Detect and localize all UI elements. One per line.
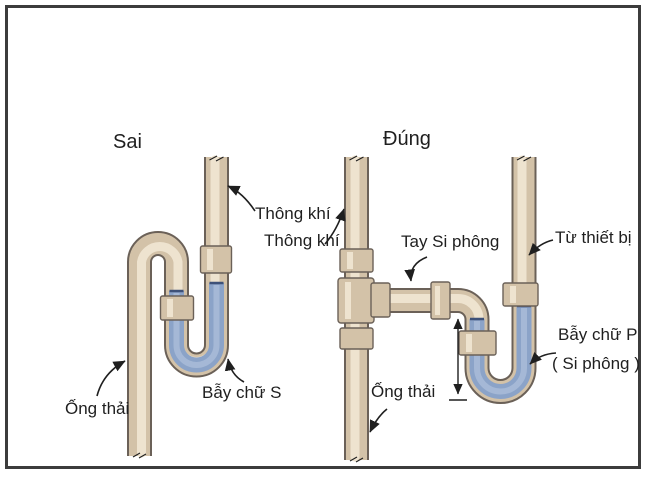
left-diagram-title: Sai <box>113 131 142 153</box>
arm-flange-right <box>430 281 451 320</box>
vent-label-right: Thông khí <box>264 231 340 250</box>
vent-coupling-left <box>199 245 233 274</box>
trap-arm-arrow <box>404 256 428 282</box>
s-trap-hub <box>159 295 195 321</box>
pipe-break-mark <box>132 452 147 459</box>
sanitary-tee-fitting <box>337 277 375 324</box>
drain-arrow-right <box>369 408 388 433</box>
arm-flange-left <box>370 282 391 318</box>
pipe-break-mark <box>349 456 364 463</box>
stack-coupling-upper <box>339 248 374 273</box>
fixture-tailpiece-coupling <box>502 282 539 307</box>
drain-label-right: Ống thải <box>371 382 436 401</box>
p-trap-label: Bẫy chữ P ( Si phông ) <box>552 320 640 378</box>
drain-arrow-left <box>96 360 126 397</box>
pipe-break-mark <box>209 155 224 162</box>
drain-label-left: Ống thải <box>65 399 130 418</box>
p-trap-label-line1: Bẫy chữ P <box>558 325 638 344</box>
pipe-break-mark <box>349 155 364 162</box>
pipe-break-mark <box>516 155 532 162</box>
fixture-label: Từ thiết bị <box>555 228 632 247</box>
annotation-arrows <box>96 185 557 433</box>
s-trap-assembly <box>127 155 233 459</box>
s-trap-arrow <box>224 358 245 383</box>
p-trap-arrow <box>529 352 557 365</box>
p-trap-label-line2: ( Si phông ) <box>552 354 640 373</box>
vent-label-left: Thông khí <box>255 204 331 223</box>
vent-arrow-left <box>227 185 256 212</box>
vent-arrow-right <box>324 208 346 245</box>
fixture-arrow <box>528 239 554 256</box>
trap-arm-and-p-trap-pipe <box>368 157 537 404</box>
stack-coupling-lower <box>339 327 374 350</box>
s-trap-label: Bẫy chữ S <box>202 383 282 402</box>
trap-arm-label: Tay Si phông <box>401 232 500 251</box>
p-trap-hub <box>458 330 497 356</box>
p-trap-assembly <box>337 155 539 463</box>
right-diagram-title: Đúng <box>383 128 431 150</box>
